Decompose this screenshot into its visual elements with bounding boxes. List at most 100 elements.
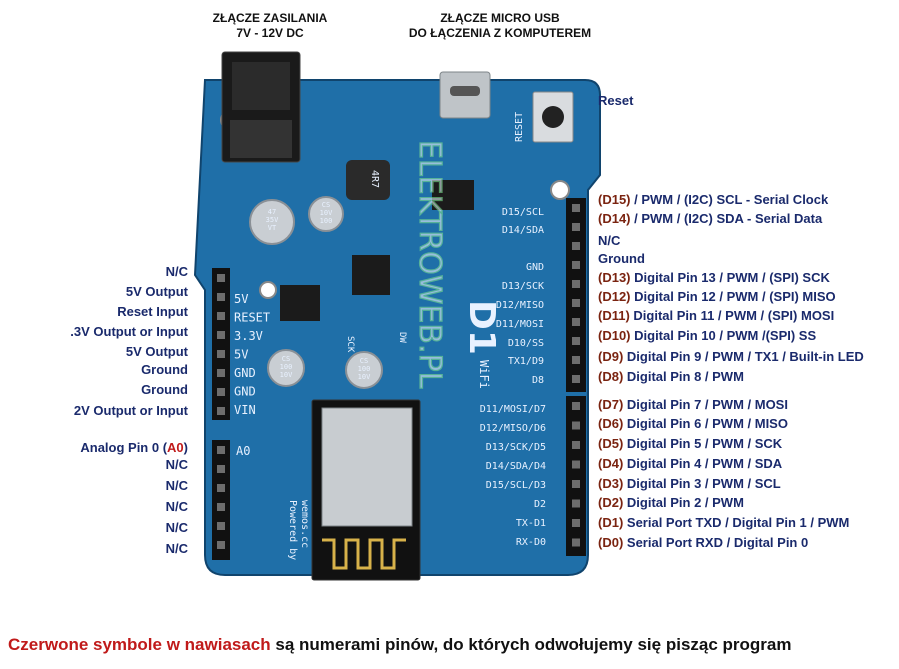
header-pin [217,407,225,415]
left-pin-label: 5V Output [125,344,188,359]
pin-description: Digital Pin 11 / PWM / (SPI) MOSI [629,308,835,323]
left-pin-label: N/C [165,264,188,279]
left-pin-label: Ground [141,362,188,377]
capacitor [308,196,344,232]
left-pin-label: .3V Output or Input [70,324,188,339]
header-pin [572,460,580,469]
pin-description: / PWM / (I2C) SDA - Serial Data [630,211,823,226]
silk-dw: DW [397,332,407,343]
caption: Czerwone symbole w nawiasach są numerami… [8,635,791,655]
silk-logo: D1 [461,300,502,355]
silk-right-label: TX1/D9 [508,356,544,367]
right-pin-label: (D14) / PWM / (I2C) SDA - Serial Data [598,211,822,227]
pin-id: (D1) [598,515,624,530]
right-pin-label: (D9) Digital Pin 9 / PWM / TX1 / Built-i… [598,349,864,365]
usb-connector-label: ZŁĄCZE MICRO USB DO ŁĄCZENIA Z KOMPUTERE… [408,11,592,40]
pin-id: (D2) [598,495,624,510]
header-pin [217,388,225,396]
caption-black: są numerami pinów, do których odwołujemy… [270,635,792,654]
silk-powered-line: Powered by [287,500,298,560]
silk-right-label: D11/MOSI [496,319,544,330]
right-pin-label: (D15) / PWM / (I2C) SCL - Serial Clock [598,192,828,208]
caption-red: Czerwone symbole w nawiasach [8,635,271,654]
capacitor [267,349,305,387]
header-pin [572,280,580,288]
silk-right-label: D13/SCK/D5 [486,442,546,453]
right-header-bottom [566,396,586,556]
right-pin-label: (D7) Digital Pin 7 / PWM / MOSI [598,397,788,413]
right-pin-label: (D11) Digital Pin 11 / PWM / (SPI) MOSI [598,308,834,324]
reset-label: Reset [598,93,634,108]
silk-wifi: WiFi [477,360,491,389]
pin-id: (D4) [598,456,624,471]
capacitor [249,199,295,245]
silk-cap-text: 10V [358,373,371,381]
silk-right-label: D14/SDA [502,225,544,236]
header-pin [217,350,225,358]
analog-header [212,440,230,560]
right-pin-label: (D10) Digital Pin 10 / PWM /(SPI) SS [598,328,816,344]
pin-description: Serial Port TXD / Digital Pin 1 / PWM [623,515,850,530]
header-pin [217,274,225,282]
silk-right-label: D2 [534,499,546,510]
right-pin-label: (D3) Digital Pin 3 / PWM / SCL [598,476,781,492]
silk-left-label: 5V [234,292,248,306]
pin-description: Digital Pin 9 / PWM / TX1 / Built-in LED [623,349,864,364]
silk-cap-text: CS [360,357,368,365]
header-pin [217,312,225,320]
pin-description: Digital Pin 4 / PWM / SDA [623,456,783,471]
analog-nc-label: N/C [165,457,188,472]
ch340-chip [352,255,390,295]
silk-cap-text: VT [268,224,277,232]
header-pin [572,375,580,383]
header-pin [217,331,225,339]
silk-right-label: D12/MISO/D6 [480,423,546,434]
left-header [212,268,230,420]
analog-pin-id: A0 [167,440,184,455]
header-pin [572,242,580,250]
mount-hole [550,180,570,200]
silk-cap-text: 100 [280,363,293,371]
header-pin [572,402,580,410]
silk-right-label: D15/SCL/D3 [486,480,546,491]
header-pin [217,484,225,492]
pin-id: (D13) [598,270,631,285]
header-pin [217,446,225,454]
header-pin [572,337,580,345]
pin-description: Digital Pin 2 / PWM [623,495,744,510]
silk-cap-text: 100 [358,365,371,373]
pin-description: Digital Pin 7 / PWM / MOSI [623,397,788,412]
header-pin [572,318,580,326]
silk-left-label: RESET [234,311,270,325]
pin-description: Digital Pin 8 / PWM [623,369,744,384]
silk-cap-text: 10V [320,209,333,217]
header-pin [572,204,580,212]
mount-hole [259,281,277,299]
silk-right-label: RX-D0 [516,537,546,548]
silk-left-label: VIN [234,403,256,417]
silk-cap-text: 10V [280,371,293,379]
silk-powered-line: wemos.cc [299,500,310,548]
silk-right-label: D11/MOSI/D7 [480,404,546,415]
pin-description: Digital Pin 12 / PWM / (SPI) MISO [630,289,836,304]
silk-right-top-labels: D15/SCLD14/SDAGNDD13/SCKD12/MISOD11/MOSI… [496,207,544,386]
header-pin [572,538,580,547]
silk-right-bottom-labels: D11/MOSI/D7D12/MISO/D6D13/SCK/D5D14/SDA/… [480,404,546,548]
right-pin-label: (D2) Digital Pin 2 / PWM [598,495,744,511]
right-pin-label: N/C [598,233,620,249]
silk-left-label: 3.3V [234,329,263,343]
header-pin [217,522,225,530]
pin-id: (D0) [598,535,624,550]
right-pin-label: (D5) Digital Pin 5 / PWM / SCK [598,436,782,452]
silk-reset: RESET [514,112,525,142]
silk-watermark: ELEKTROWEB.PL [412,140,447,389]
pin-id: (D6) [598,416,624,431]
pin-id: (D12) [598,289,631,304]
pin-description: Serial Port RXD / Digital Pin 0 [623,535,809,550]
silk-left-label: GND [234,385,256,399]
right-pin-label: Ground [598,251,645,267]
silk-cap-text: 47 [268,208,276,216]
left-pin-label: Ground [141,382,188,397]
